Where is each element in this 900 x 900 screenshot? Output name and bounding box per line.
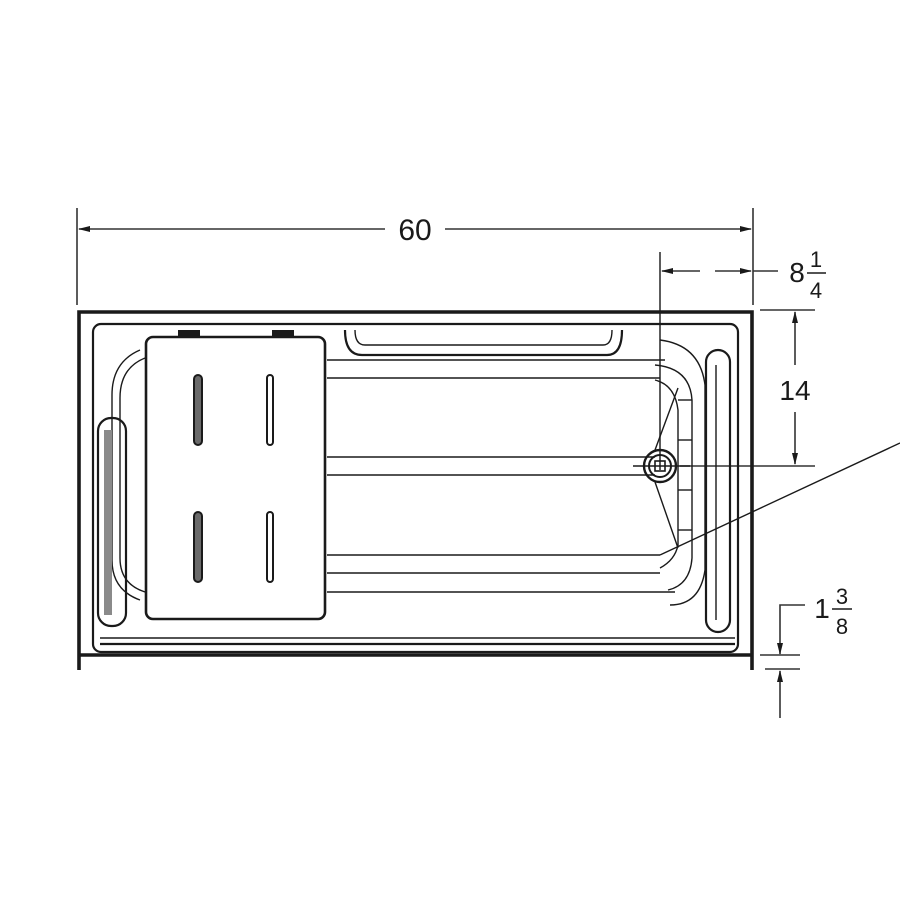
drain-offset-denominator: 4 — [810, 278, 822, 303]
drain-slope-line-bottom — [654, 481, 679, 549]
grab-bar-outer — [343, 329, 624, 357]
drain — [633, 387, 690, 549]
drain-depth-dimension: 14 — [680, 309, 815, 467]
seat-slot — [266, 511, 274, 583]
seat-slot — [266, 374, 274, 446]
overall-width-dimension: 60 — [76, 208, 754, 305]
back-grab-bar — [343, 329, 624, 357]
side-grab-bar-left — [96, 416, 128, 628]
rim-height-whole: 1 — [814, 593, 830, 624]
side-bar-outer-right — [704, 348, 732, 634]
drain-slope-line-top — [654, 387, 679, 451]
seat-mount-left — [178, 330, 200, 338]
outer-rim — [77, 310, 754, 670]
inner-basin — [111, 339, 706, 606]
basin-right-curve-inner — [654, 364, 693, 591]
side-grab-bar-right — [704, 348, 732, 634]
drain-depth-label: 14 — [779, 375, 810, 406]
overall-width-label: 60 — [398, 214, 431, 247]
seat-slot — [193, 511, 203, 583]
rim-height-denominator: 8 — [836, 614, 848, 639]
leader-line — [659, 442, 900, 556]
drain-center-square — [654, 460, 666, 472]
basin-right-curve — [659, 339, 706, 606]
seat-panel — [144, 335, 327, 621]
side-bar-shade-left — [104, 430, 112, 615]
drain-offset-dimension: 8 1 4 — [659, 247, 826, 470]
drain-inner-ring — [648, 454, 672, 478]
rim-height-numerator: 3 — [836, 584, 848, 609]
rim-height-leader — [779, 604, 805, 630]
outer-rim-edge — [77, 310, 754, 670]
drain-outer-ring — [642, 448, 678, 484]
seat — [144, 330, 327, 621]
basin-left-curve-inner — [119, 357, 146, 593]
side-bar-outer-left — [96, 416, 128, 628]
rim-inner-edge — [91, 322, 740, 654]
seat-slot — [193, 374, 203, 446]
grab-bar-inner — [354, 329, 613, 346]
basin-right-slope — [654, 379, 679, 569]
drain-offset-numerator: 1 — [810, 247, 822, 272]
drain-offset-whole: 8 — [789, 257, 805, 288]
seat-mount-right — [272, 330, 294, 338]
rim-height-dimension: 1 3 8 — [760, 584, 852, 718]
